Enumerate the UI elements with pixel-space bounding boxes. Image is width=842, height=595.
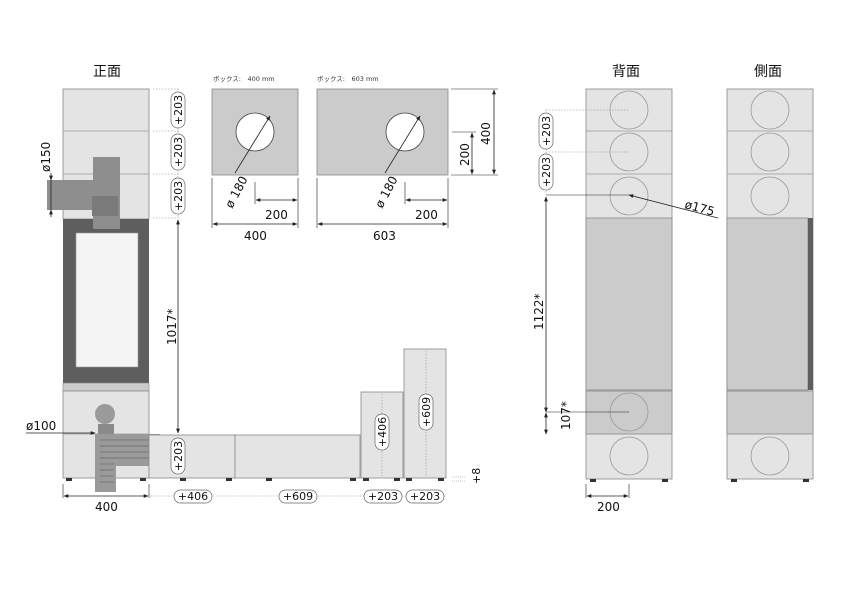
inlet-diameter-dim: ø100 bbox=[26, 419, 56, 433]
box-400-offset-dim: 200 bbox=[265, 208, 288, 222]
front-view bbox=[47, 88, 160, 492]
front-dimensions: +203 +203 +203 1017* +203 ø150 ø100 400 … bbox=[26, 88, 483, 514]
back-view-title: 背面 bbox=[612, 64, 640, 80]
back-dimensions: +203 +203 1122* 107* ø175 200 bbox=[532, 109, 719, 514]
box-603-offset-dim: 200 bbox=[415, 208, 438, 222]
side-stove-panel bbox=[726, 217, 809, 391]
back-stove-panel bbox=[585, 217, 673, 391]
box-400-width-dim: 400 bbox=[244, 229, 267, 243]
box-603-detail: ボックス: 603 mm ø 180 200 603 400 200 bbox=[316, 75, 498, 243]
box-400-hole-dim: ø 180 bbox=[222, 174, 250, 211]
front-view-title: 正面 bbox=[93, 64, 121, 80]
inlet-cap bbox=[95, 404, 115, 424]
front-low-module-dim: +203 bbox=[172, 441, 185, 471]
tower-609 bbox=[403, 348, 447, 479]
back-height-dim: 1122* bbox=[532, 293, 546, 330]
front-width-dim: 400 bbox=[95, 500, 118, 514]
foot-height-dim: +8 bbox=[470, 468, 483, 484]
bench-modules bbox=[148, 348, 447, 481]
box-603-label: ボックス: 603 mm bbox=[317, 75, 379, 83]
back-module-1-dim: +203 bbox=[540, 116, 553, 146]
side-view-title: 側面 bbox=[754, 64, 782, 80]
box-400-hole bbox=[235, 112, 275, 152]
bench-406 bbox=[148, 434, 236, 479]
bench-1-dim: +406 bbox=[178, 490, 208, 503]
back-inlet-height-dim: 107* bbox=[559, 401, 573, 430]
stove-window bbox=[75, 232, 139, 368]
front-module-3-dim: +203 bbox=[172, 181, 185, 211]
bench-2-dim: +609 bbox=[283, 490, 313, 503]
flue-diameter-dim: ø150 bbox=[39, 142, 53, 172]
front-height-dim: 1017* bbox=[165, 308, 179, 345]
back-view bbox=[585, 88, 673, 482]
box-603-width-dim: 603 bbox=[373, 229, 396, 243]
tower-2-dim: +609 bbox=[420, 397, 433, 427]
box-603-hole-dim: ø 180 bbox=[372, 174, 400, 211]
bench-609 bbox=[234, 434, 361, 479]
box-603-height-dim: 400 bbox=[479, 122, 493, 145]
side-view bbox=[726, 88, 814, 482]
back-width-dim: 200 bbox=[597, 500, 620, 514]
back-duct-diameter-dim: ø175 bbox=[683, 197, 716, 218]
front-module-1-dim: +203 bbox=[172, 95, 185, 125]
inlet-duct bbox=[95, 434, 160, 492]
box-603-center-dim: 200 bbox=[458, 143, 472, 166]
tower-1-dim: +406 bbox=[376, 417, 389, 447]
box-400-detail: ボックス: 400 mm ø 180 200 400 bbox=[211, 75, 299, 243]
box-400-label: ボックス: 400 mm bbox=[213, 75, 275, 83]
box-603-hole bbox=[385, 112, 425, 152]
front-module-2-dim: +203 bbox=[172, 137, 185, 167]
bench-3-dim: +203 bbox=[368, 490, 398, 503]
back-module-2-dim: +203 bbox=[540, 157, 553, 187]
bench-4-dim: +203 bbox=[410, 490, 440, 503]
